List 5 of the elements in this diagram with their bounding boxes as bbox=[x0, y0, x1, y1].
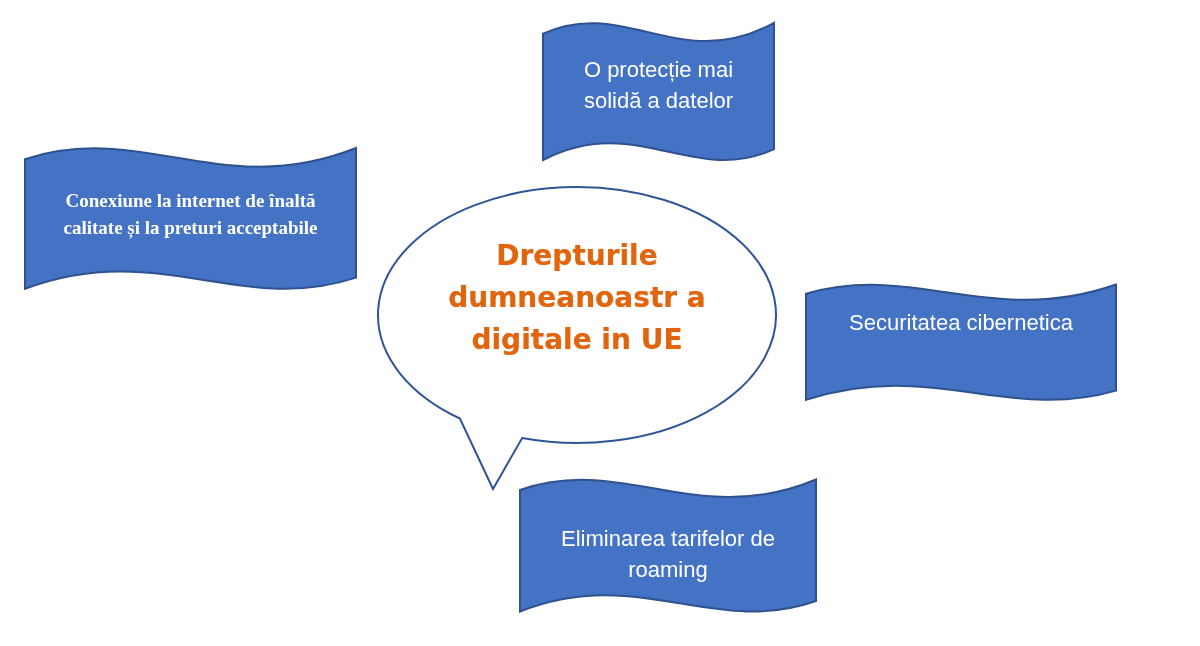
banner-text: O protecție mai solidă a datelor bbox=[582, 56, 735, 115]
banner-text: Eliminarea tarifelor de roaming bbox=[560, 525, 776, 584]
banner-text: Conexiune la internet de înaltă calitate și la preturi acceptabile bbox=[62, 189, 319, 241]
center-title: Drepturile dumneanoastr a digitale in UE bbox=[447, 238, 707, 358]
banner-text: Securitatea cibernetica bbox=[848, 309, 1074, 337]
